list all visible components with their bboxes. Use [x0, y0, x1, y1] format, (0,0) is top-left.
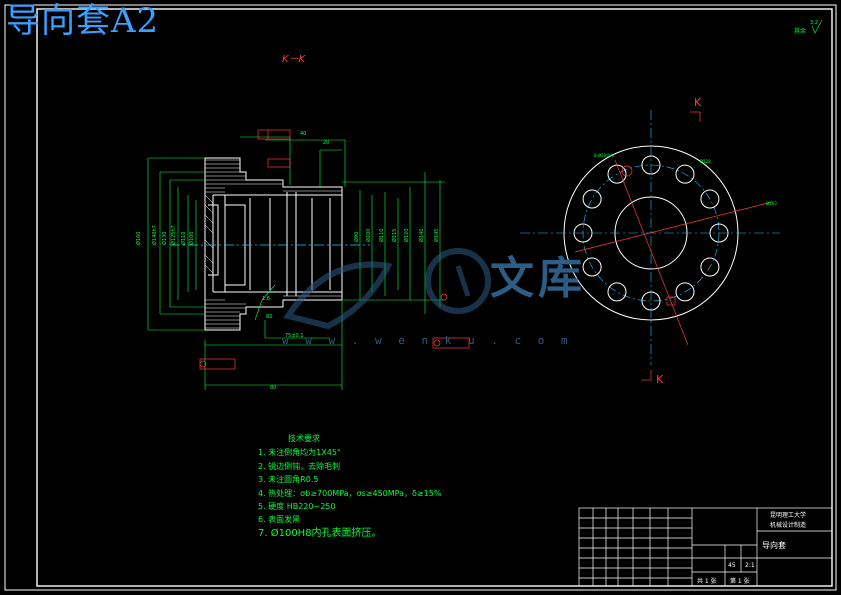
bolt-hole — [700, 189, 720, 209]
svg-text:Ø100: Ø100 — [365, 229, 372, 242]
note-item: 2. 锐边倒钝，去除毛刺 — [258, 461, 341, 471]
svg-text:Ø128: Ø128 — [700, 159, 711, 164]
bolt-hole — [700, 257, 720, 277]
svg-text:75±0.1: 75±0.1 — [285, 333, 304, 339]
title-block-part-name: 导向套 — [762, 541, 786, 550]
title-block — [578, 507, 833, 587]
svg-text:Ø120: Ø120 — [403, 229, 410, 242]
sheet-outer-border — [4, 4, 837, 591]
svg-text:Ø160: Ø160 — [135, 232, 142, 245]
note-item: 6. 表面发黑 — [258, 515, 301, 525]
svg-text:Ø90: Ø90 — [353, 232, 360, 242]
title-block-sheet: 共 1 张 — [697, 578, 717, 585]
section-label: K－K — [282, 54, 306, 65]
svg-text:40: 40 — [300, 131, 306, 137]
svg-text:其余: 其余 — [794, 27, 806, 35]
bolt-hole — [607, 282, 627, 302]
svg-text:8-Ø10均布: 8-Ø10均布 — [594, 152, 614, 158]
bore-lines — [212, 192, 342, 296]
svg-text:80: 80 — [270, 385, 276, 391]
watermark-url: w w w . w e n k u . c o m — [282, 334, 573, 347]
notes-heading: 技术要求 — [288, 434, 320, 443]
section-view — [204, 157, 343, 331]
svg-text:1.6: 1.6 — [262, 296, 270, 302]
bolt-hole — [675, 282, 695, 302]
face-centerlines — [520, 110, 780, 365]
technical-notes: 技术要求 1. 未注倒角均为1X45° 2. 锐边倒钝，去除毛刺 3. 未注圆角… — [258, 432, 441, 540]
svg-text:Ø100: Ø100 — [188, 232, 195, 245]
hatching — [204, 159, 342, 329]
note-item: 1. 未注倒角均为1X45° — [258, 448, 341, 458]
drawing-title: 导向套A2 — [6, 1, 160, 41]
svg-text:Ø145: Ø145 — [433, 229, 440, 242]
note-item: 7. Ø100H8内孔表面挤压。 — [258, 527, 382, 539]
svg-text:Ø140: Ø140 — [418, 229, 425, 242]
title-block-scale: 2:1 — [745, 562, 755, 569]
title-block-page: 第 1 张 — [730, 578, 750, 585]
note-item: 3. 未注圆角R0.5 — [258, 475, 319, 485]
svg-text:3.2: 3.2 — [810, 20, 818, 26]
svg-text:Ø140h7: Ø140h7 — [151, 225, 158, 245]
keyslot — [208, 204, 219, 276]
dimension-lines — [147, 136, 445, 390]
svg-text:20: 20 — [323, 140, 329, 146]
bolt-hole — [582, 257, 602, 277]
face-section-lines — [574, 111, 773, 381]
title-block-school: 昆明理工大学 — [770, 512, 807, 519]
svg-text:R2: R2 — [266, 314, 273, 320]
svg-text:Ø163: Ø163 — [766, 201, 777, 206]
watermark-text: 文库 — [490, 253, 586, 304]
svg-text:Ø125h7: Ø125h7 — [170, 225, 177, 245]
bolt-hole — [675, 164, 695, 184]
svg-text:Ø110: Ø110 — [378, 229, 385, 242]
title-block-material: 45 — [728, 562, 736, 569]
face-dimension-texts: 8-Ø10均布 Ø128 Ø163 — [594, 152, 777, 206]
note-item: 4. 热处理：σb≥700MPa，σs≥450MPa，δ≥15% — [258, 488, 442, 498]
sheet-inner-border — [36, 8, 833, 587]
svg-text:Ø130: Ø130 — [161, 232, 168, 245]
title-block-dept: 机械设计制造 — [770, 522, 807, 529]
bolt-hole — [582, 189, 602, 209]
section-mark-top: K — [694, 96, 702, 109]
roughness-symbol: 其余 3.2 — [794, 19, 823, 35]
note-item: 5. 硬度 HB220~250 — [258, 502, 336, 512]
svg-text:Ø115: Ø115 — [391, 229, 398, 242]
svg-text:Ø110: Ø110 — [180, 232, 187, 245]
section-mark-bottom: K — [656, 373, 664, 386]
dimension-texts: Ø160 Ø140h7 Ø130 Ø125h7 Ø110 Ø100 Ø90 Ø1… — [135, 131, 440, 391]
